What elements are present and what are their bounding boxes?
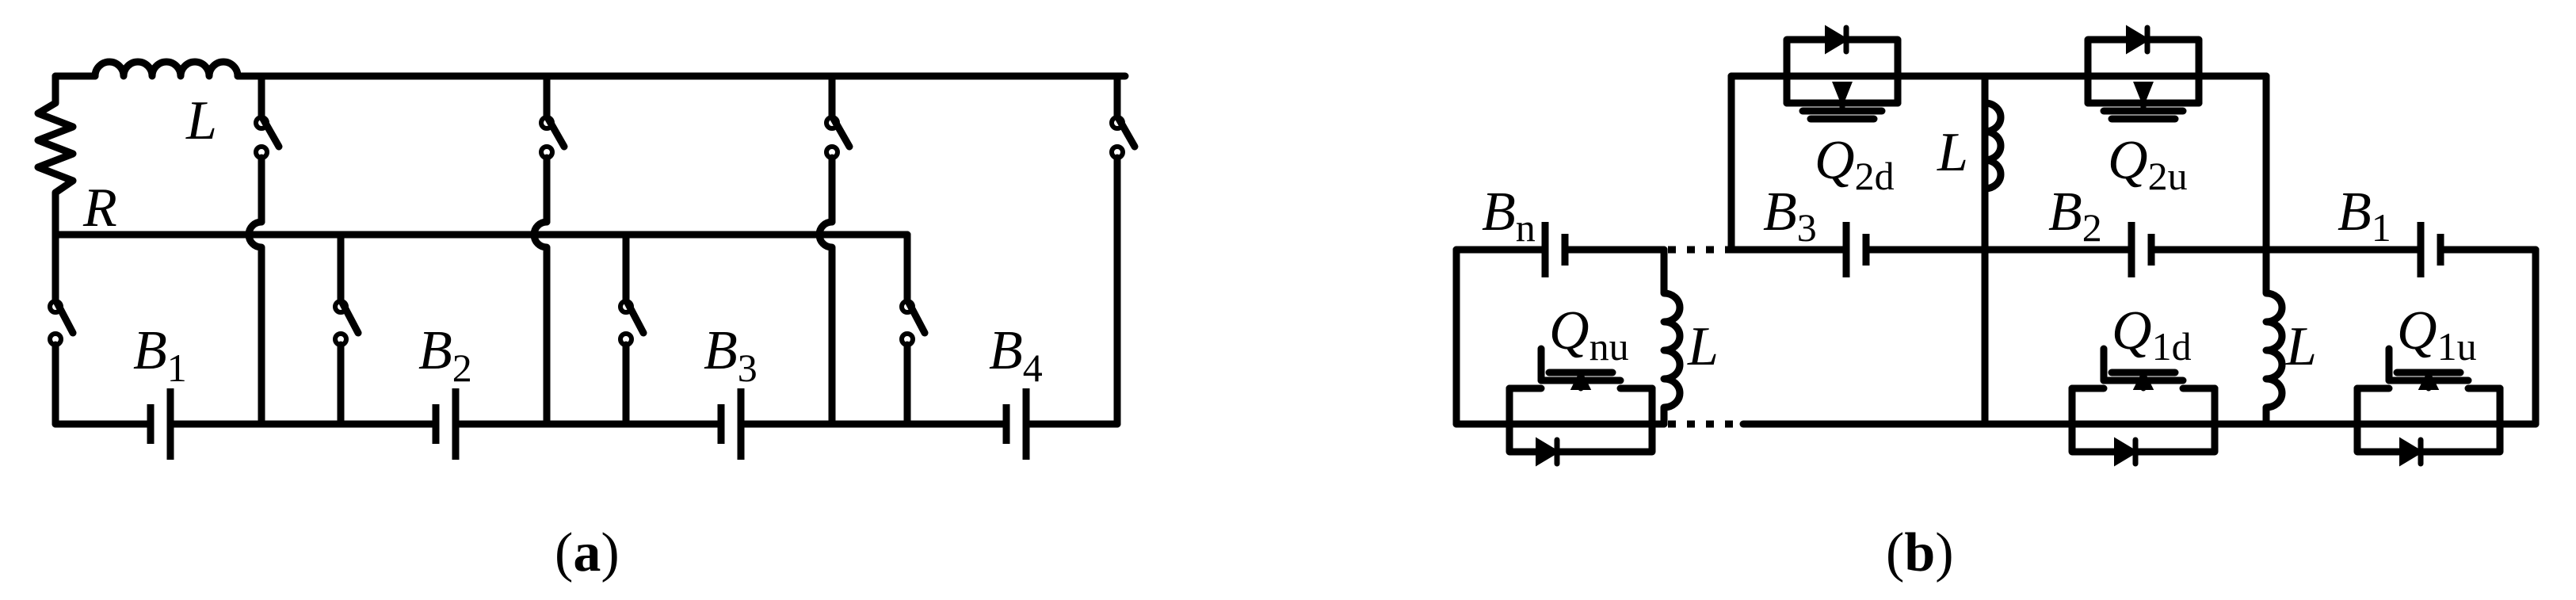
resistor-r <box>34 72 77 239</box>
label-q2u: Q2u <box>2108 130 2188 198</box>
battery-row-top <box>1727 222 2540 428</box>
upper-switch-2 <box>539 72 568 226</box>
label-q2d: Q2d <box>1815 130 1895 198</box>
inductor-l-left <box>1660 246 1684 428</box>
crossover-3 <box>815 218 836 428</box>
mosfet-q2d <box>1783 25 1902 123</box>
inductor-l-top <box>1981 72 2005 210</box>
lower-switch-2 <box>333 231 362 428</box>
label-l-top: L <box>1937 122 1968 183</box>
caption-a: (a) <box>555 522 620 583</box>
label-b2-b: B2 <box>2048 182 2102 250</box>
inductor-l-right <box>2262 246 2286 428</box>
lower-switch-3 <box>618 231 647 428</box>
label-q1d: Q1d <box>2112 300 2192 369</box>
upper-switch-3 <box>824 72 853 226</box>
panel-b-circuit: Bn B3 B2 B1 Q2d Q2u Qnu Q1d Q1u L L L (b… <box>1452 25 2540 583</box>
label-b2: B2 <box>418 320 472 390</box>
label-q1u: Q1u <box>2397 300 2477 369</box>
label-r: R <box>82 178 117 239</box>
label-l-right: L <box>2285 316 2317 377</box>
battery-b1 <box>147 388 174 460</box>
crossover-1 <box>245 218 265 428</box>
mosfet-qnu <box>1506 345 1656 467</box>
label-l-left: L <box>1687 316 1719 377</box>
label-b1-b: B1 <box>2337 182 2391 250</box>
upper-switch-4 <box>1109 72 1139 428</box>
label-b4: B4 <box>989 320 1043 390</box>
mosfet-q2u <box>2084 25 2203 123</box>
label-b3-b: B3 <box>1763 182 1817 250</box>
caption-b: (b) <box>1886 522 1954 583</box>
lower-switch-1 <box>48 231 77 428</box>
upper-switch-1 <box>254 72 283 226</box>
battery-b4 <box>1002 388 1030 460</box>
panel-a-circuit: L R B1 B2 B3 B4 (a) <box>34 58 1139 583</box>
inductor-l <box>52 58 242 80</box>
battery-b2 <box>432 388 460 460</box>
label-b1: B1 <box>133 320 187 390</box>
label-l: L <box>185 90 217 151</box>
mosfet-q1u <box>2353 345 2504 467</box>
crossover-2 <box>530 218 551 428</box>
mosfet-q1d <box>2068 345 2219 467</box>
lower-switch-4 <box>899 231 929 428</box>
label-qnu: Qnu <box>1549 300 1629 369</box>
battery-b3 <box>717 388 745 460</box>
label-bn: Bn <box>1482 182 1536 250</box>
label-b3: B3 <box>704 320 758 390</box>
module-n <box>1452 222 1668 428</box>
